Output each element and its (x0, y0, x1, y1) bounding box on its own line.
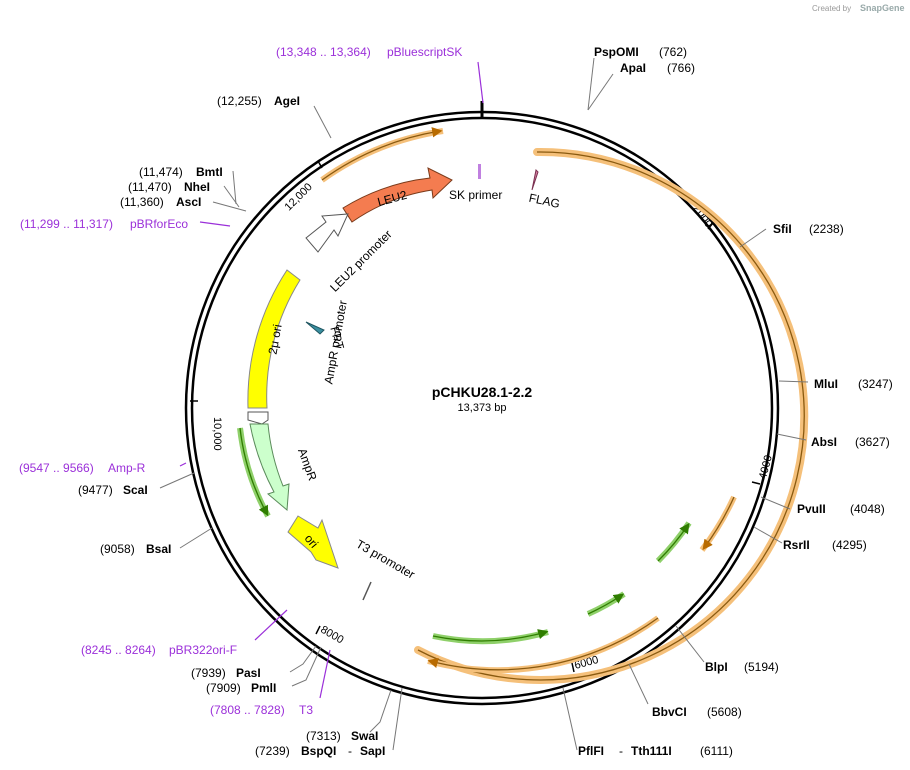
ori-feature (287, 515, 339, 569)
site-rsrii-name: RsrII (783, 538, 810, 552)
site-asci-name: AscI (176, 195, 201, 209)
two-mu-ori-feature (247, 269, 301, 409)
site-swai-pos: (7313) (306, 729, 341, 743)
primer-t3-range: (7808 .. 7828) (210, 703, 285, 717)
orange-arc-right-frame (699, 495, 737, 552)
site-nhei-pos: (11,470) (128, 180, 172, 194)
site-absi-pos: (3627) (855, 435, 890, 449)
primer-pbr322ori-range: (8245 .. 8264) (81, 643, 156, 657)
site-pvuii-name: PvuII (797, 502, 826, 516)
primer-t3-name: T3 (299, 703, 313, 717)
green-arc-left (239, 427, 269, 517)
orange-arc-right (702, 496, 735, 551)
site-pasi-pos: (7939) (191, 666, 226, 680)
site-bsai-name: BsaI (146, 542, 171, 556)
site-sapi-name: SapI (360, 744, 385, 758)
t3-promoter-label: T3 promoter (354, 537, 418, 582)
credit-brand: SnapGene (860, 3, 905, 13)
site-bbvci-pos: (5608) (707, 705, 742, 719)
frt-label: FRT (327, 325, 347, 352)
site-agei-pos: (12,255) (217, 94, 262, 108)
green-arc-1-frame (655, 521, 692, 564)
site-bmti-pos: (11,474) (139, 165, 183, 179)
site-agei-name: AgeI (274, 94, 300, 108)
site-apai-pos: (766) (667, 61, 695, 75)
site-mlui-pos: (3247) (858, 377, 893, 391)
two-mu-ori-label: 2μ ori (266, 323, 285, 355)
primer-pbluescriptsk-range: (13,348 .. 13,364) (276, 45, 371, 59)
green-arc-1 (657, 522, 690, 562)
site-bbvci-name: BbvCI (652, 705, 687, 719)
site-asci-pos: (11,360) (120, 195, 164, 209)
site-swai-name: SwaI (351, 729, 378, 743)
site-bsai-pos: (9058) (100, 542, 135, 556)
tick-8000-mark (315, 625, 321, 635)
site-bspqi-name: BspQI (301, 744, 336, 758)
large-orange-feature-line (417, 151, 805, 681)
site-sfii-name: SfiI (773, 222, 792, 236)
ampr-promoter-feature (247, 411, 269, 425)
site-rsrii-pos: (4295) (832, 538, 867, 552)
credit-prefix: Created by (812, 4, 851, 13)
tick-4000-mark (751, 481, 761, 485)
tick-12000-mark (317, 160, 323, 169)
primer-ampr-range: (9547 .. 9566) (19, 461, 94, 475)
site-bspqi-dash: - (348, 744, 352, 758)
site-sfii-pos: (2238) (809, 222, 844, 236)
site-scai-pos: (9477) (78, 483, 113, 497)
site-mlui-name: MluI (814, 377, 838, 391)
site-pvuii-pos: (4048) (850, 502, 885, 516)
site-pmli-name: PmlI (251, 681, 276, 695)
ampr-label: AmpR (295, 446, 320, 482)
site-leaders (159, 57, 809, 751)
site-bspqi-pos: (7239) (255, 744, 290, 758)
frt-feature (305, 321, 325, 335)
ampr-feature (249, 423, 290, 512)
leu2-promoter-feature (305, 213, 349, 253)
primer-ampr-name: Amp-R (108, 461, 146, 475)
site-apai-name: ApaI (620, 61, 646, 75)
site-pspomi-name: PspOMI (594, 45, 639, 59)
primer-pbrforeco-name: pBRforEco (130, 217, 188, 231)
site-pflfi-name: PflFI (578, 744, 604, 758)
site-tth111i-name: Tth111I (631, 744, 672, 758)
site-pspomi-pos: (762) (659, 45, 687, 59)
flag-label: FLAG (528, 191, 562, 211)
primer-leaders (179, 61, 484, 699)
tick-10000-label: 10,000 (211, 417, 223, 451)
orange-arc-top (321, 127, 443, 181)
leu2-feature (342, 167, 453, 223)
sk-primer-mark (478, 164, 481, 179)
site-nhei-name: NheI (184, 180, 210, 194)
site-pmli-pos: (7909) (206, 681, 241, 695)
primer-pbrforeco-range: (11,299 .. 11,317) (20, 217, 113, 231)
primer-pbluescriptsk-name: pBluescriptSK (387, 45, 462, 59)
plasmid-name: pCHKU28.1-2.2 (432, 384, 533, 400)
plasmid-length: 13,373 bp (458, 402, 507, 414)
site-pasi-name: PasI (236, 666, 261, 680)
orange-arc-bottom (427, 617, 659, 671)
site-blpi-name: BlpI (705, 660, 728, 674)
site-pflfi-pos: (6111) (700, 744, 733, 758)
site-blpi-pos: (5194) (744, 660, 779, 674)
flag-feature (531, 168, 539, 191)
green-arc-3-frame (432, 629, 549, 645)
tick-8000-label: 8000 (318, 624, 345, 647)
green-arc-3 (432, 629, 549, 642)
primer-pbr322ori-name: pBR322ori-F (169, 643, 237, 657)
site-bmti-name: BmtI (196, 165, 223, 179)
tick-2000-mark (707, 222, 714, 230)
site-pflfi-dash: - (619, 744, 623, 758)
site-absi-name: AbsI (811, 435, 837, 449)
tick-6000-mark (571, 662, 575, 673)
t3-promoter-feature (362, 581, 372, 601)
green-arc-2 (587, 593, 625, 615)
leu2-promoter-label: LEU2 promoter (327, 227, 394, 294)
site-scai-name: ScaI (123, 483, 148, 497)
sk-primer-label: SK primer (449, 188, 502, 202)
